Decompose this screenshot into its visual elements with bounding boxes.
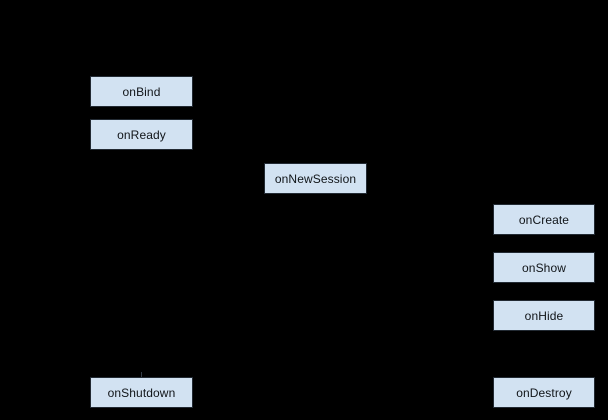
node-label-on-show: onShow bbox=[522, 260, 566, 275]
node-label-on-ready: onReady bbox=[117, 127, 166, 142]
node-on-hide[interactable]: onHide bbox=[493, 300, 595, 331]
node-on-show[interactable]: onShow bbox=[493, 252, 595, 283]
node-on-bind[interactable]: onBind bbox=[90, 76, 193, 107]
node-on-new-session[interactable]: onNewSession bbox=[264, 163, 367, 194]
node-label-on-create: onCreate bbox=[518, 212, 570, 227]
node-on-destroy[interactable]: onDestroy bbox=[493, 377, 595, 408]
node-label-on-hide: onHide bbox=[524, 308, 564, 323]
node-label-on-destroy: onDestroy bbox=[516, 385, 572, 400]
node-label-on-bind: onBind bbox=[122, 84, 161, 99]
node-on-create[interactable]: onCreate bbox=[493, 204, 595, 235]
node-on-ready[interactable]: onReady bbox=[90, 119, 193, 150]
node-label-on-new-session: onNewSession bbox=[274, 171, 357, 186]
node-label-on-shutdown: onShutdown bbox=[107, 385, 176, 400]
node-on-shutdown[interactable]: onShutdown bbox=[90, 377, 193, 408]
connector-stub-above-on-shutdown bbox=[141, 372, 142, 377]
